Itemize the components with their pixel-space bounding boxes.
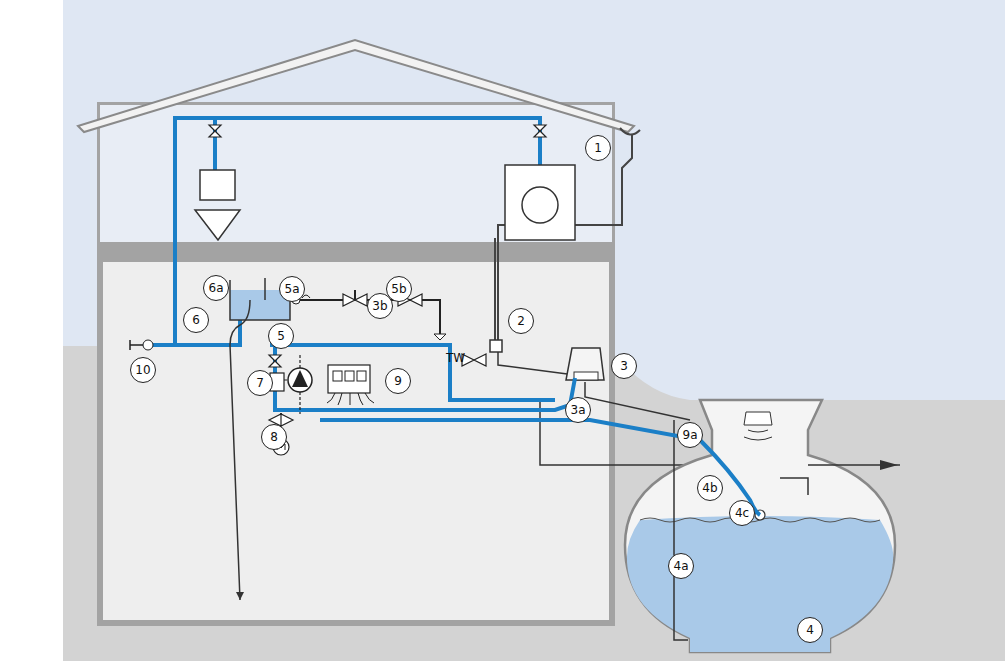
callout-number: 1	[585, 135, 611, 161]
filter-insert	[574, 372, 598, 380]
downpipe	[498, 134, 632, 340]
filter-shaft	[566, 348, 604, 380]
service-water-pipes	[143, 118, 760, 515]
callout-text: 6a	[209, 282, 224, 294]
ground-fitting	[490, 340, 502, 352]
callout-number: 4a	[668, 553, 694, 579]
callout-text: 8	[270, 431, 278, 443]
level-sensor	[744, 412, 772, 425]
overflow-line	[540, 400, 700, 465]
callout-text: 5	[277, 330, 285, 342]
callout-number: 6	[183, 307, 209, 333]
control-unit	[328, 365, 370, 393]
drain-pipe	[498, 352, 575, 375]
callout-number: 5b	[386, 276, 412, 302]
callout-text: 3b	[372, 300, 387, 312]
callout-text: 1	[594, 142, 602, 154]
callout-text: 9	[394, 375, 402, 387]
callout-text: 2	[517, 315, 525, 327]
filter-overflow	[585, 382, 690, 420]
callout-text: 3a	[571, 404, 586, 416]
callout-number: 3	[611, 353, 637, 379]
callout-number: 5	[268, 323, 294, 349]
callout-number: 4c	[729, 500, 755, 526]
gutter	[620, 128, 640, 135]
basement	[103, 262, 609, 620]
callout-text: 4c	[735, 507, 749, 519]
callout-number: 2	[508, 308, 534, 334]
callout-number: 8	[261, 424, 287, 450]
callout-number: 5a	[279, 276, 305, 302]
washing-machine	[505, 165, 575, 240]
callout-number: 7	[247, 370, 273, 396]
callout-text: 4b	[702, 482, 717, 494]
callout-text: 3	[620, 360, 628, 372]
callout-text: 7	[256, 377, 264, 389]
callout-number: 4b	[697, 475, 723, 501]
pump	[288, 368, 312, 392]
callout-number: 4	[797, 617, 823, 643]
inlet-calmer	[674, 420, 688, 640]
callout-text: 9a	[683, 429, 698, 441]
callout-number: 3a	[565, 397, 591, 423]
cistern	[625, 400, 895, 652]
cistern-water	[627, 516, 893, 652]
callout-text: 4	[806, 624, 814, 636]
potable-water-line	[290, 290, 440, 340]
house-wall	[100, 105, 612, 623]
callout-text: 4a	[674, 560, 689, 572]
callout-text: 6	[192, 314, 200, 326]
sky	[63, 0, 1005, 661]
callout-number: 10	[130, 357, 156, 383]
callout-text: 10	[135, 364, 150, 376]
pipe-label: TW	[446, 351, 465, 365]
callout-number: 6a	[203, 275, 229, 301]
garden-tap	[130, 340, 143, 350]
callout-text: 5a	[285, 283, 300, 295]
toilet	[195, 210, 240, 240]
callout-number: 9	[385, 368, 411, 394]
callout-number: 9a	[677, 422, 703, 448]
toilet-cistern	[200, 170, 235, 200]
tank-overflow	[230, 300, 250, 600]
callout-text: 5b	[391, 283, 406, 295]
